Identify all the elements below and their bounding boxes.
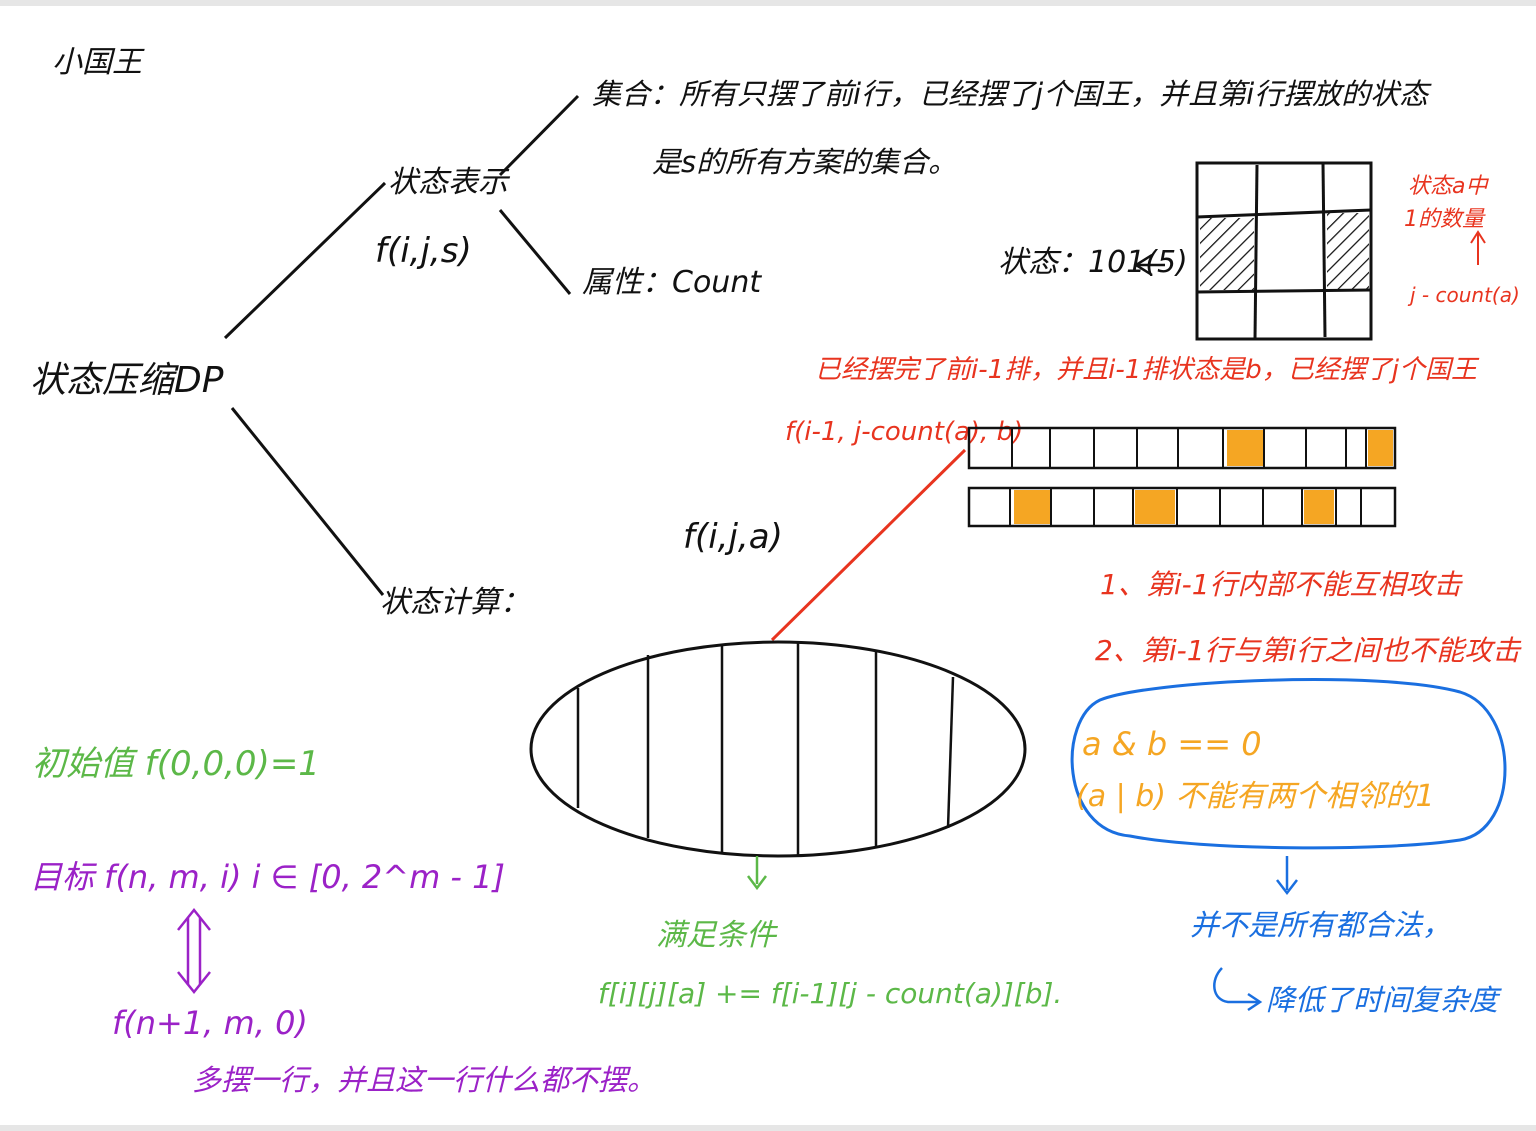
side-note-line1: 状态a中 [1408,174,1489,199]
branch-to-set [498,94,580,177]
computation-label: 状态计算： [380,585,530,620]
target-line: 目标 f(n, m, i) i ∈ [0, 2^m - 1] [30,858,505,896]
side-note-arrow-head [1470,230,1486,244]
target-note: 多摆一行，并且这一行什么都不摆。 [192,1063,656,1097]
condition-2: 2、第i-1行与第i行之间也不能攻击 [1095,634,1522,667]
representation-label: 状态表示 [388,165,511,200]
bitwise-line1: a & b == 0 [1082,725,1262,763]
side-note-line2: 1的数量 [1404,207,1486,232]
blue-note-1: 并不是所有都合法， [1190,908,1451,942]
green-down-arrow-head [747,875,767,891]
representation-fn: f(i,j,s) [375,231,472,271]
blue-down-arrow-head [1276,879,1298,896]
target-equivalent: f(n+1, m, 0) [112,1004,308,1042]
bitwise-line2: (a | b) 不能有两个相邻的1 [1076,779,1435,814]
root-node: 状态压缩DP [30,360,224,401]
row-strip-top [967,426,1397,470]
state-arrow-head [1133,253,1153,277]
partition-ellipse [529,640,1027,858]
blue-bent-arrow [1213,967,1258,1004]
top-border [0,0,1536,6]
condition-1: 1、第i-1行内部不能互相攻击 [1100,568,1464,601]
page-title: 小国王 [52,45,145,80]
bitwise-box [1070,678,1507,850]
row-strip-bottom [967,486,1397,528]
branch-to-representation [223,181,387,340]
init-value: 初始值 f(0,0,0)=1 [32,744,320,784]
transition-label: 满足条件 [656,918,779,953]
hatched-cell-1 [1200,218,1254,290]
equivalence-arrow [177,907,211,995]
red-previous-row-text: 已经摆完了前i-1排，并且i-1排状态是b，已经摆了j个国王 [815,355,1480,385]
transition-formula: f[i][j][a] += f[i-1][j - count(a)][b]. [598,977,1062,1010]
branch-to-attr [498,209,572,295]
computation-fn: f(i,j,a) [683,517,783,557]
blue-bent-arrow-head [1247,992,1263,1012]
attribute-text: 属性：Count [582,265,762,300]
branch-to-computation [230,407,385,596]
bottom-border [0,1125,1536,1131]
set-description-line2: 是s的所有方案的集合。 [652,145,957,179]
hatched-cell-2 [1327,213,1369,289]
blue-note-2: 降低了时间复杂度 [1266,983,1502,1017]
board-grid [1195,161,1373,341]
side-note-line3: j - count(a) [1407,283,1520,307]
red-previous-fn: f(i-1, j-count(a), b) [785,417,1023,447]
red-connector-line [770,448,967,642]
state-binary-label: 状态：101(5) [998,245,1188,280]
set-description-line1: 集合：所有只摆了前i行，已经摆了j个国王，并且第i行摆放的状态 [592,77,1432,111]
